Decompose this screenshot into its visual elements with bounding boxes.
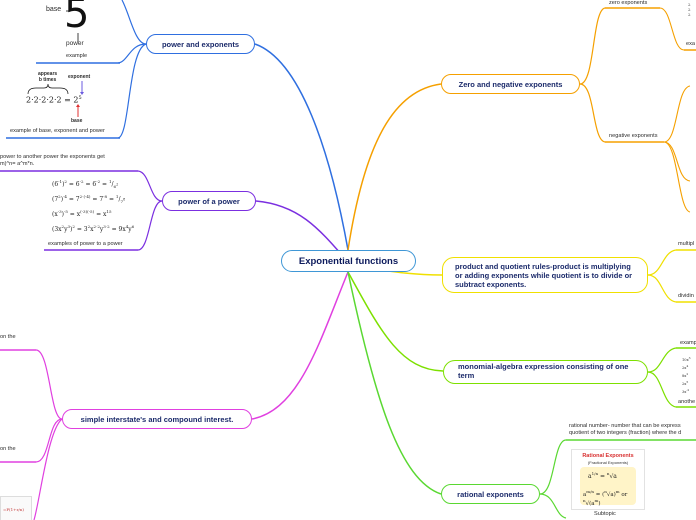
multiply-label: multipl bbox=[678, 241, 694, 247]
equation-1: (6-1)2 = 6-2 = 6-2 = 1/62 bbox=[52, 180, 118, 189]
power-label: power bbox=[66, 40, 84, 47]
topic-power-and-exponents[interactable]: power and exponents bbox=[146, 34, 255, 54]
rational-exponents-image: Rational Exponents (Fractional Exponents… bbox=[571, 449, 645, 510]
subtopic-label: Subtopic bbox=[594, 511, 616, 517]
divide-label: dividin bbox=[678, 293, 694, 299]
another-example-label: anothe bbox=[678, 399, 695, 405]
equation-2: (72)-4 = 72·(-4) = 7-8 = 1/78 bbox=[52, 195, 125, 204]
topic-monomial[interactable]: monomial-algebra expression consisting o… bbox=[443, 360, 648, 384]
rational-image-subtitle: (Fractional Exponents) bbox=[572, 460, 644, 465]
rational-formula-1: a1/n = n√a bbox=[588, 471, 617, 480]
interest-formula-fragment: =P(1+r/n) bbox=[3, 507, 24, 512]
base-label-2: base bbox=[71, 118, 82, 124]
base-exponent-diagram: appears b times exponent 2·2·2·2·2 = 25 … bbox=[24, 72, 104, 126]
example-base-exponent-caption: example of base, exponent and power bbox=[10, 128, 105, 134]
power-of-power-examples-image: (6-1)2 = 6-2 = 6-2 = 1/62 (72)-4 = 72·(-… bbox=[48, 178, 138, 240]
example-caption: example bbox=[66, 53, 87, 59]
rational-formula-panel: a1/n = n√a am/n = (n√a)m or n√(am) bbox=[580, 467, 636, 505]
expression-text: 2·2·2·2·2 = 25 bbox=[26, 95, 82, 105]
central-topic[interactable]: Exponential functions bbox=[281, 250, 416, 272]
power-of-power-caption: examples of power to a power bbox=[48, 241, 123, 247]
base-power-image: base 5 power bbox=[40, 0, 120, 48]
equation-4: (3x2y3)2 = 32x2·2y3·2 = 9x4y6 bbox=[52, 225, 134, 233]
monomial-example-label: examp bbox=[680, 340, 696, 346]
interest-formula-image: =P(1+r/n) bbox=[0, 496, 32, 520]
topic-zero-negative-exponents[interactable]: Zero and negative exponents bbox=[441, 74, 580, 94]
rational-number-note: rational number- number that can be expr… bbox=[569, 423, 681, 437]
interest-note-1: on the bbox=[0, 334, 16, 340]
five-glyph: 5 bbox=[64, 0, 89, 34]
equation-3: (x-3)-5 = x(-3)(-5) = x15 bbox=[52, 210, 112, 218]
topic-product-quotient-rules[interactable]: product and quotient rules-product is mu… bbox=[442, 257, 648, 293]
rational-image-title: Rational Exponents bbox=[572, 453, 644, 459]
power-of-power-note: power to another power the exponents get… bbox=[0, 154, 105, 167]
negative-exponents-label: negative exponents bbox=[609, 133, 658, 139]
interest-note-2: on the bbox=[0, 446, 16, 452]
zero-exponents-label: zero exponents bbox=[609, 0, 647, 6]
zero-example-label: exa bbox=[686, 41, 695, 47]
topic-power-of-a-power[interactable]: power of a power bbox=[162, 191, 256, 211]
topic-interest[interactable]: simple interstate's and compound interes… bbox=[62, 409, 252, 429]
topic-rational-exponents[interactable]: rational exponents bbox=[441, 484, 540, 504]
rational-formula-2: am/n = (n√a)m or n√(am) bbox=[583, 489, 636, 507]
